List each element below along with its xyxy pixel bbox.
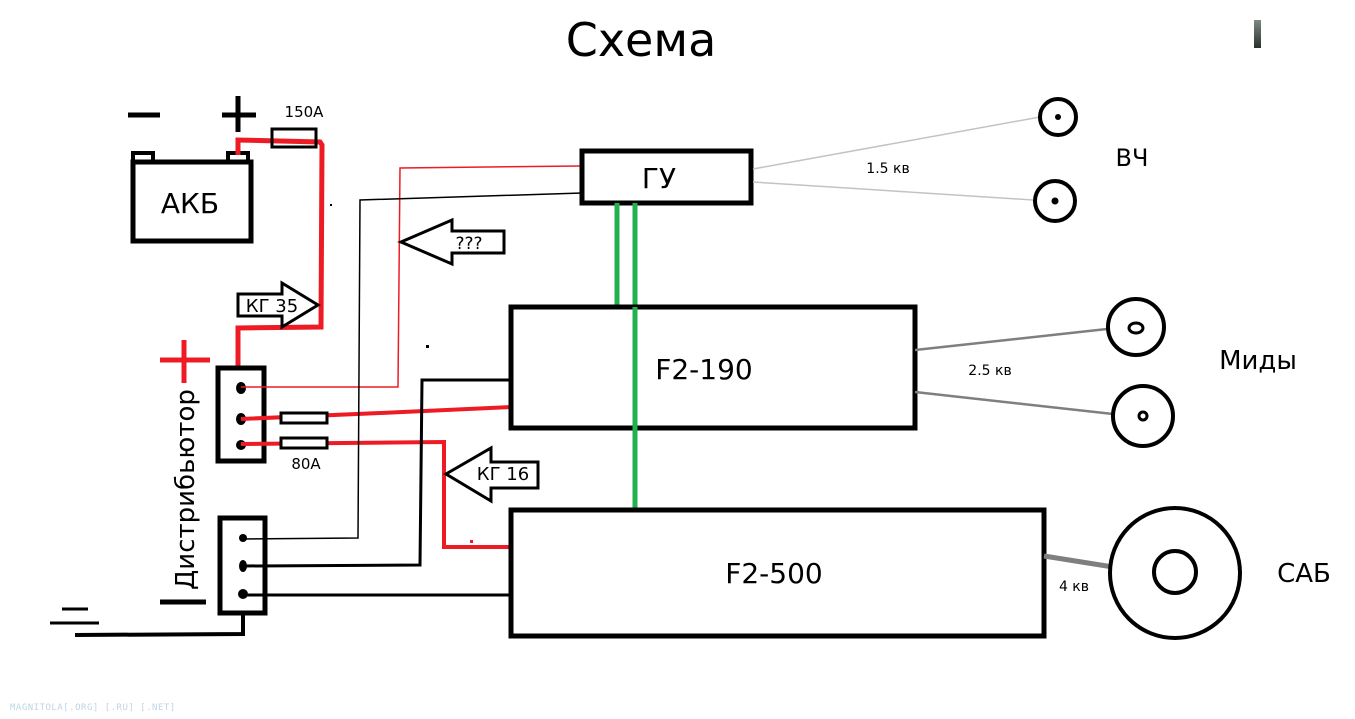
tweeter-label: ВЧ (1116, 144, 1149, 172)
corner-artifact (1254, 20, 1261, 48)
head-unit-ground-wire (242, 192, 583, 540)
mid-speakers: Миды (1106, 297, 1297, 448)
amplifier-f2-500: F2-500 (508, 507, 1047, 639)
watermark: MAGNITOLA[.ORG] [.RU] [.NET] (10, 703, 176, 713)
battery-plus-sign (222, 96, 256, 132)
cable-kg35-arrow: КГ 35 (236, 280, 321, 330)
head-unit-power-wire (241, 165, 581, 388)
amplifier-f2-190: F2-190 (508, 304, 918, 431)
unknown-wire-label: ??? (455, 234, 482, 254)
fuse-150a: 150A (270, 103, 325, 149)
stray-dot (470, 540, 473, 543)
stray-dot (426, 345, 429, 348)
amplifier-f2-500-label: F2-500 (725, 557, 822, 590)
ground-symbol (50, 607, 245, 637)
sub-label: САБ (1277, 559, 1331, 589)
tweeter-speakers: ВЧ (1033, 97, 1149, 223)
main-power-wire (235, 137, 325, 366)
stray-dot (330, 204, 332, 206)
tweeter-wires: 1.5 кв (752, 116, 1041, 201)
mid-wires: 2.5 кв (914, 327, 1114, 416)
cable-kg16-arrow: КГ 16 (443, 445, 540, 504)
fuse-80a-label: 80A (291, 455, 321, 473)
mid-label: Миды (1219, 346, 1297, 376)
amp1-ground-wire (242, 378, 512, 568)
fuse-150a-label: 150A (285, 103, 325, 121)
tweeter-wire-label: 1.5 кв (866, 161, 909, 177)
subwoofer: САБ (1108, 506, 1331, 640)
battery: АКБ (128, 96, 256, 244)
sub-wire-label: 4 кв (1059, 579, 1089, 595)
cable-kg16-label: КГ 16 (477, 464, 529, 485)
diagram-title: Схема (566, 13, 717, 67)
amplifier-f2-190-label: F2-190 (655, 353, 752, 386)
amp2-power-wire (240, 439, 512, 549)
head-unit: ГУ (579, 148, 754, 206)
cable-kg35-label: КГ 35 (246, 296, 298, 317)
distributor-label: Дистрибьютор (171, 389, 201, 590)
power-distributor (215, 365, 267, 464)
mid-wire-label: 2.5 кв (968, 363, 1011, 379)
fuse-80a-group: 80A (279, 411, 329, 473)
sub-wire: 4 кв (1043, 553, 1114, 595)
unknown-wire-arrow: ??? (397, 217, 506, 267)
head-unit-label: ГУ (642, 162, 676, 195)
distributor-plus-sign (160, 340, 210, 383)
battery-label: АКБ (161, 187, 219, 220)
